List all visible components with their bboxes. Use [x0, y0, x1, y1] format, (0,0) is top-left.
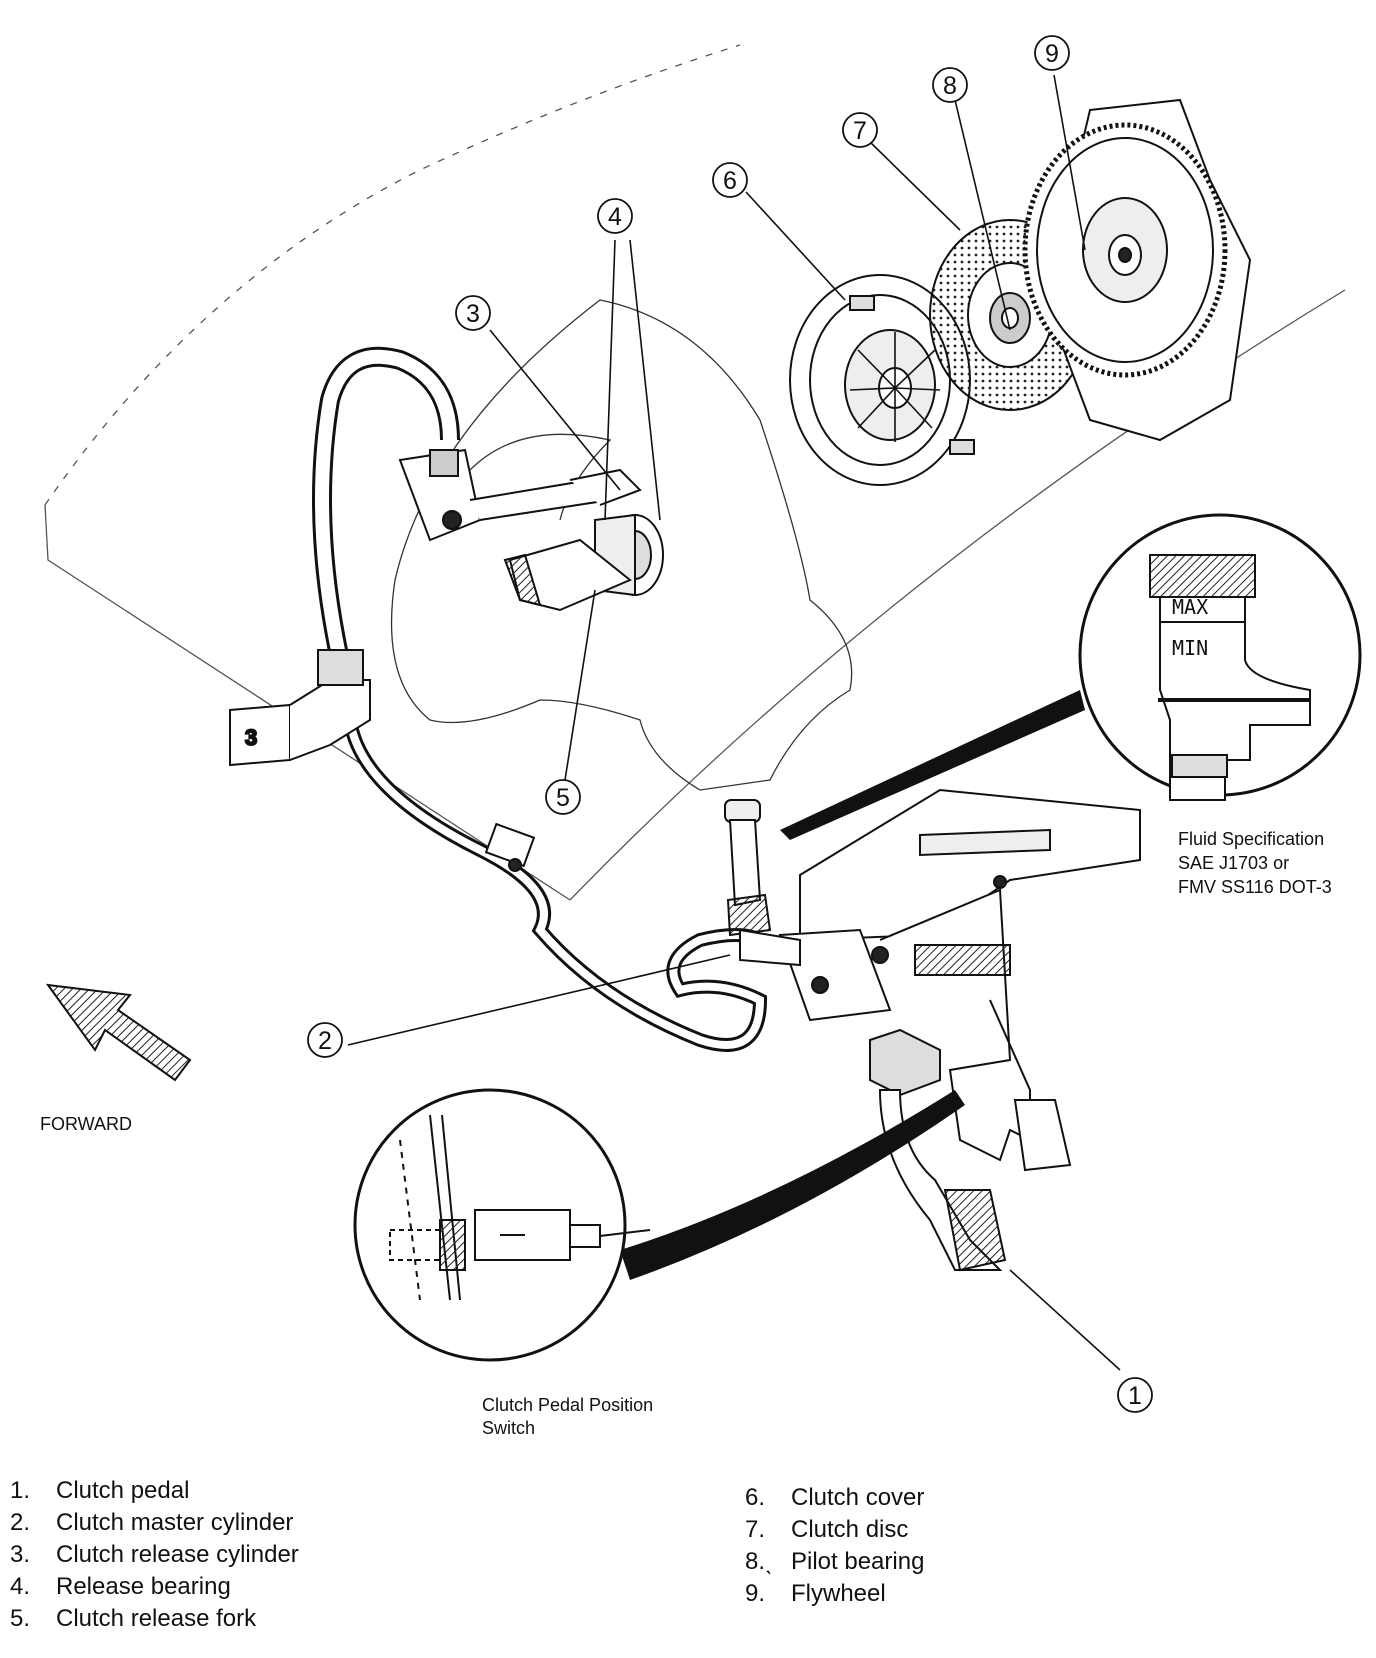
legend-number: 4.	[10, 1573, 31, 1600]
leader-1	[1009, 1269, 1121, 1371]
leader-lines	[347, 74, 1121, 1371]
pedal-assembly	[778, 788, 1141, 1272]
callout-8: 8	[932, 67, 968, 103]
callout-9: 9	[1034, 35, 1070, 71]
svg-text:4: 4	[608, 203, 622, 231]
clutch-master-cylinder	[724, 799, 801, 967]
switch-inset-leader	[620, 1090, 965, 1280]
svg-text:1: 1	[1128, 1382, 1142, 1410]
leader-3	[489, 329, 621, 491]
fluid-spec-line-1: Fluid Specification	[1178, 829, 1324, 849]
legend-item: 8.ˎ Pilot bearing	[745, 1546, 924, 1578]
hydraulic-hose	[312, 346, 460, 663]
svg-text:9: 9	[1045, 40, 1059, 68]
legend-item: 2. Clutch master cylinder	[10, 1507, 299, 1539]
legend-label: Clutch master cylinder	[56, 1509, 294, 1536]
legend-item: 4. Release bearing	[10, 1571, 299, 1603]
legend-label: Release bearing	[56, 1573, 231, 1600]
callout-3: 3	[455, 295, 491, 331]
bracket-mark: 3	[245, 725, 257, 750]
legend-number: 3.	[10, 1541, 31, 1568]
legend-item: 6. Clutch cover	[745, 1482, 924, 1514]
legend-number: 1.	[10, 1477, 31, 1504]
legend-item: 1. Clutch pedal	[10, 1475, 299, 1507]
switch-caption-line-2: Switch	[482, 1418, 535, 1438]
reservoir-cap	[1149, 554, 1311, 801]
release-fork	[503, 538, 632, 612]
legend-number: 6.	[745, 1484, 766, 1511]
clutch-pedal-position-switch	[389, 1114, 651, 1301]
leader-4a	[604, 239, 616, 521]
reservoir-max-label: MAX	[1172, 595, 1208, 619]
forward-label: FORWARD	[40, 1114, 132, 1134]
legend-item: 9. Flywheel	[745, 1578, 924, 1610]
clutch-cover	[789, 274, 975, 486]
legend-label: Pilot bearing	[791, 1548, 925, 1575]
hose-bracket: 3	[229, 649, 371, 767]
svg-text:7: 7	[853, 117, 867, 145]
svg-text:6: 6	[723, 167, 737, 195]
svg-text:5: 5	[556, 784, 570, 812]
callout-1: 1	[1117, 1377, 1153, 1413]
fluid-spec-line-2: SAE J1703 or	[1178, 853, 1289, 873]
fluid-spec-line-3: FMV SS116 DOT-3	[1178, 877, 1332, 897]
legend-label: Clutch release cylinder	[56, 1541, 299, 1568]
legend-item: 3. Clutch release cylinder	[10, 1539, 299, 1571]
reservoir-min-label: MIN	[1172, 636, 1208, 660]
legend-number: 7.	[745, 1516, 766, 1543]
legend-label: Clutch pedal	[56, 1477, 190, 1504]
switch-caption-line-1: Clutch Pedal Position	[482, 1395, 653, 1415]
leader-9	[1053, 74, 1086, 251]
reservoir-inset-leader	[780, 690, 1085, 840]
svg-text:2: 2	[318, 1027, 332, 1055]
forward-arrow-icon	[45, 983, 192, 1082]
callout-7: 7	[842, 112, 878, 148]
legend-number: 5.	[10, 1605, 31, 1632]
leader-6	[745, 191, 846, 301]
pipe-clip	[484, 822, 536, 872]
leader-2	[347, 954, 731, 1046]
legend-number: 2.	[10, 1509, 31, 1536]
callout-5: 5	[545, 779, 581, 815]
leader-7	[869, 141, 961, 231]
legend-item: 5. Clutch release fork	[10, 1603, 299, 1635]
hydraulic-pipe	[343, 718, 768, 1052]
leader-8	[954, 99, 1011, 331]
legend-label: Flywheel	[791, 1580, 886, 1607]
release-cylinder	[398, 448, 642, 542]
leader-4b	[629, 239, 661, 521]
legend-item: 7. Clutch disc	[745, 1514, 924, 1546]
reservoir-inset: MAX MIN Fluid Specification SAE J1703 or…	[780, 513, 1362, 897]
flywheel	[1022, 98, 1252, 442]
legend-label: Clutch cover	[791, 1484, 925, 1511]
callout-6: 6	[712, 162, 748, 198]
svg-text:8: 8	[943, 72, 957, 100]
legend-label: Clutch disc	[791, 1516, 909, 1543]
callout-4: 4	[597, 198, 633, 234]
svg-text:3: 3	[466, 300, 480, 328]
leader-5	[564, 589, 596, 781]
parts-legend-right: 6. Clutch cover 7. Clutch disc 8.ˎ Pilot be…	[745, 1482, 924, 1610]
callout-2: 2	[307, 1022, 343, 1058]
callouts: 1 2 3 4 5 6 7 8 9	[307, 35, 1153, 1413]
switch-inset: Clutch Pedal Position Switch	[353, 1088, 965, 1438]
parts-legend-left: 1.Clutch pedal 2.Clutch master cylinder …	[10, 1475, 299, 1635]
legend-label: Clutch release fork	[56, 1605, 257, 1632]
legend-number: 8.ˎ	[745, 1548, 774, 1575]
legend-number: 9.	[745, 1580, 766, 1607]
